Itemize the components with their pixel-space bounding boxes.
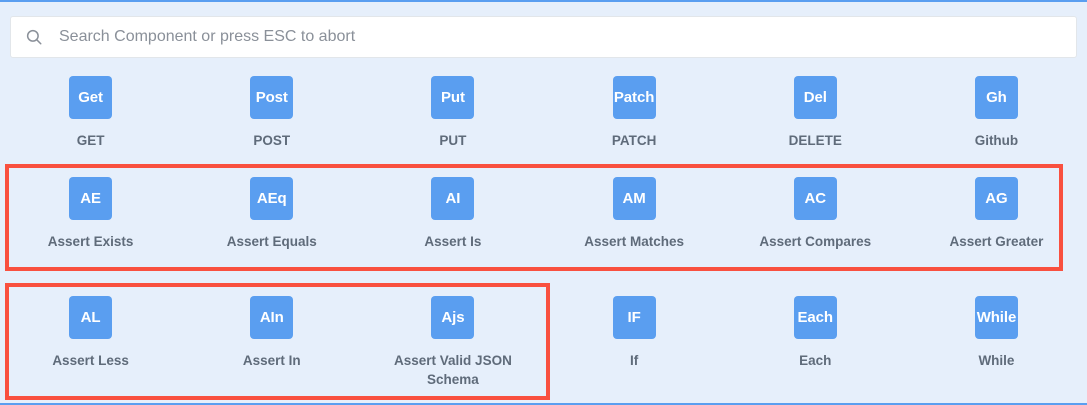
component-tile-assert-is[interactable]: AI <box>431 177 475 220</box>
component-label-assert-exists: Assert Exists <box>47 234 134 249</box>
component-label-if: If <box>629 353 639 368</box>
component-tile-get[interactable]: Get <box>69 76 113 119</box>
component-row-http: Get GET Post POST Put PUT Patch PATCH De… <box>0 56 1087 157</box>
component-assert-matches[interactable]: AM Assert Matches <box>544 157 725 276</box>
component-put[interactable]: Put PUT <box>362 56 543 157</box>
component-assert-in[interactable]: AIn Assert In <box>181 276 362 403</box>
component-label-post: POST <box>253 133 291 148</box>
component-tile-delete[interactable]: Del <box>793 76 837 119</box>
component-label-delete: DELETE <box>788 133 842 148</box>
component-delete[interactable]: Del DELETE <box>725 56 906 157</box>
component-post[interactable]: Post POST <box>181 56 362 157</box>
component-label-get: GET <box>76 133 105 148</box>
component-tile-patch[interactable]: Patch <box>612 76 656 119</box>
search-zone <box>0 4 1087 58</box>
component-tile-each[interactable]: Each <box>793 296 837 339</box>
component-tile-if[interactable]: IF <box>612 296 656 339</box>
component-tile-assert-greater[interactable]: AG <box>974 177 1018 220</box>
component-tile-assert-valid-json-schema[interactable]: Ajs <box>431 296 475 339</box>
component-tile-assert-less[interactable]: AL <box>69 296 113 339</box>
component-get[interactable]: Get GET <box>0 56 181 157</box>
component-assert-greater[interactable]: AG Assert Greater <box>906 157 1087 276</box>
component-tile-assert-equals[interactable]: AEq <box>250 177 294 220</box>
component-label-assert-greater: Assert Greater <box>949 234 1044 249</box>
component-grid: Get GET Post POST Put PUT Patch PATCH De… <box>0 56 1087 405</box>
component-tile-assert-compares[interactable]: AC <box>793 177 837 220</box>
component-while[interactable]: While While <box>906 276 1087 403</box>
component-assert-less[interactable]: AL Assert Less <box>0 276 181 403</box>
component-tile-assert-matches[interactable]: AM <box>612 177 656 220</box>
search-input[interactable] <box>59 17 1076 57</box>
component-row-assert-2: AL Assert Less AIn Assert In Ajs Assert … <box>0 276 1087 403</box>
component-label-assert-equals: Assert Equals <box>226 234 317 249</box>
component-row-assert-1: AE Assert Exists AEq Assert Equals AI As… <box>0 157 1087 276</box>
component-label-github: Github <box>974 133 1019 148</box>
component-if[interactable]: IF If <box>544 276 725 403</box>
component-tile-while[interactable]: While <box>974 296 1018 339</box>
component-assert-compares[interactable]: AC Assert Compares <box>725 157 906 276</box>
component-label-each: Each <box>799 353 832 368</box>
component-label-assert-is: Assert Is <box>424 234 482 249</box>
component-assert-exists[interactable]: AE Assert Exists <box>0 157 181 276</box>
search-box[interactable] <box>10 16 1077 58</box>
component-tile-assert-exists[interactable]: AE <box>69 177 113 220</box>
component-label-assert-less: Assert Less <box>52 353 129 368</box>
component-label-assert-matches: Assert Matches <box>584 234 684 249</box>
component-label-assert-compares: Assert Compares <box>759 234 872 249</box>
component-label-assert-in: Assert In <box>242 353 301 368</box>
component-each[interactable]: Each Each <box>725 276 906 403</box>
component-assert-valid-json-schema[interactable]: Ajs Assert Valid JSON Schema <box>362 276 543 403</box>
component-assert-equals[interactable]: AEq Assert Equals <box>181 157 362 276</box>
component-tile-assert-in[interactable]: AIn <box>250 296 294 339</box>
component-tile-github[interactable]: Gh <box>974 76 1018 119</box>
component-tile-put[interactable]: Put <box>431 76 475 119</box>
component-patch[interactable]: Patch PATCH <box>544 56 725 157</box>
component-label-put: PUT <box>439 133 467 148</box>
component-label-assert-valid-json-schema: Assert Valid JSON Schema <box>394 353 512 387</box>
component-tile-post[interactable]: Post <box>250 76 294 119</box>
component-label-patch: PATCH <box>611 133 657 148</box>
component-label-while: While <box>978 353 1015 368</box>
search-icon <box>26 29 42 45</box>
component-github[interactable]: Gh Github <box>906 56 1087 157</box>
component-assert-is[interactable]: AI Assert Is <box>362 157 543 276</box>
